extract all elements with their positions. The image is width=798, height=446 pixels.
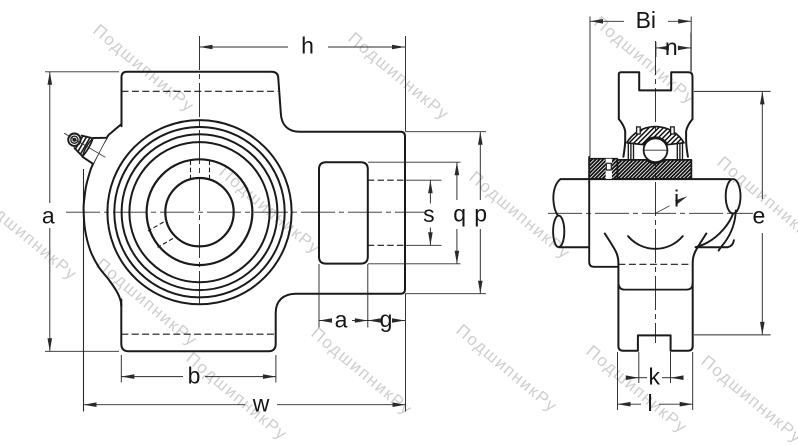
svg-text:w: w bbox=[252, 391, 270, 417]
svg-text:ПодшипникРу: ПодшипникРу bbox=[344, 29, 453, 125]
svg-text:i: i bbox=[674, 185, 679, 211]
svg-text:l: l bbox=[647, 390, 652, 416]
svg-text:k: k bbox=[649, 364, 661, 390]
svg-text:ПодшипникРу: ПодшипникРу bbox=[0, 189, 81, 285]
svg-text:p: p bbox=[474, 200, 487, 226]
svg-text:n: n bbox=[665, 34, 678, 60]
svg-text:g: g bbox=[380, 306, 393, 332]
svg-text:a: a bbox=[42, 203, 55, 229]
svg-text:q: q bbox=[453, 200, 466, 226]
svg-text:ПодшипникРу: ПодшипникРу bbox=[89, 21, 198, 117]
svg-text:ПодшипникРу: ПодшипникРу bbox=[697, 352, 798, 446]
svg-text:e: e bbox=[753, 202, 766, 228]
svg-text:Bi: Bi bbox=[636, 7, 656, 33]
svg-text:ПодшипникРу: ПодшипникРу bbox=[452, 321, 561, 417]
svg-text:a: a bbox=[335, 306, 348, 332]
svg-text:b: b bbox=[188, 362, 201, 388]
svg-text:ПодшипникРу: ПодшипникРу bbox=[582, 342, 691, 438]
svg-text:s: s bbox=[423, 201, 435, 227]
svg-text:h: h bbox=[301, 33, 314, 59]
